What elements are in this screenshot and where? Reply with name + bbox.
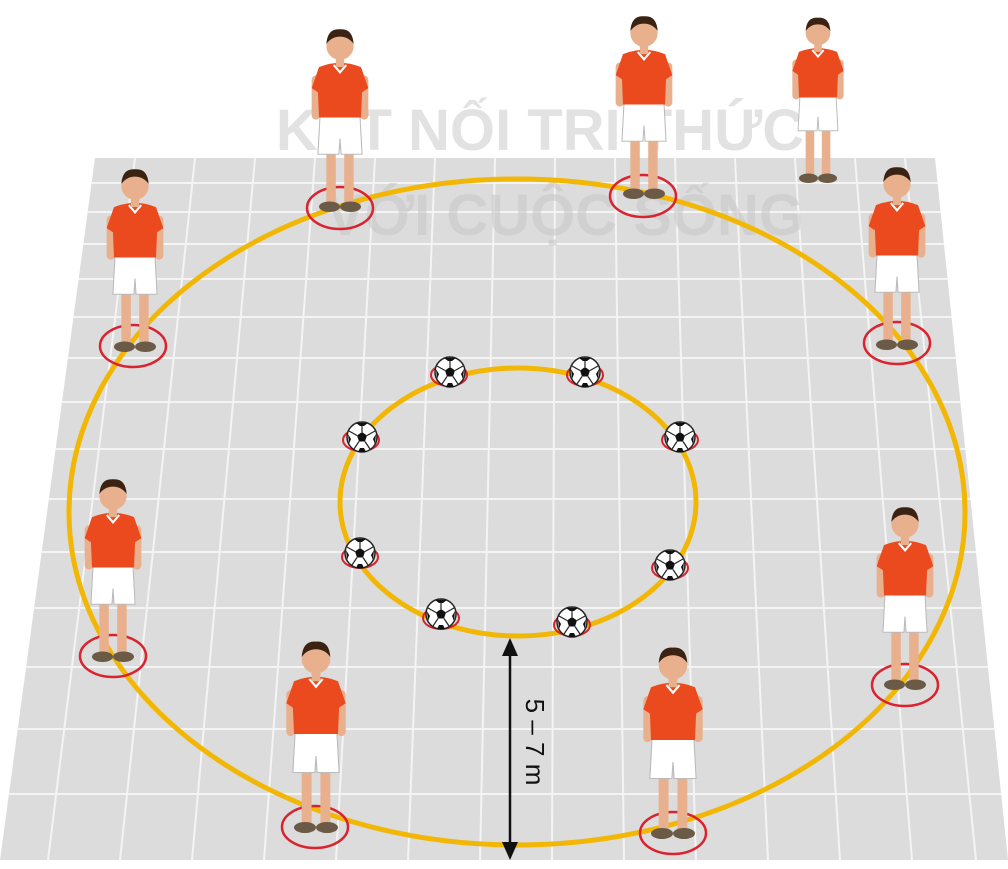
soccer-ball-icon <box>665 422 695 452</box>
soccer-ball-icon <box>557 607 587 637</box>
distance-label: 5 – 7 m <box>520 699 550 786</box>
soccer-ball-icon <box>655 550 685 580</box>
soccer-ball-icon <box>435 357 465 387</box>
soccer-ball-icon <box>570 357 600 387</box>
soccer-ball-icon <box>347 422 377 452</box>
soccer-ball-icon <box>345 538 375 568</box>
soccer-ball-icon <box>426 599 456 629</box>
